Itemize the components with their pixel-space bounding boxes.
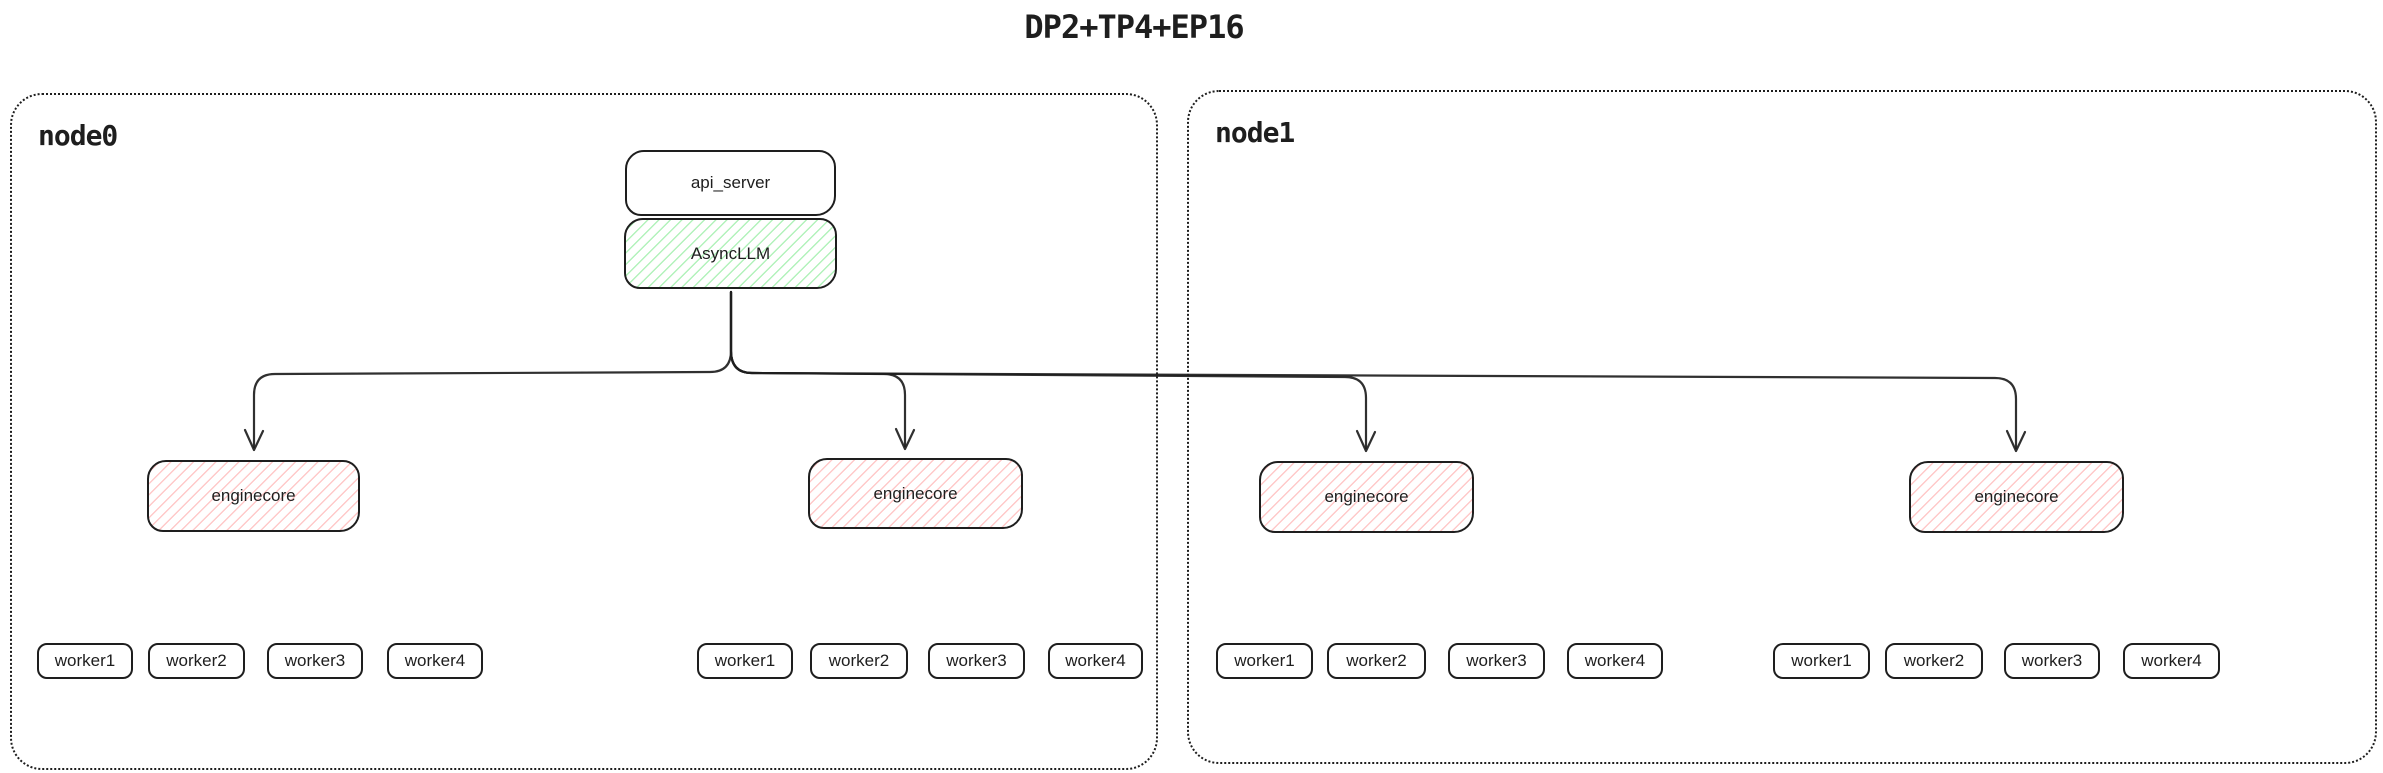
worker-label: worker2 [166,651,227,670]
worker-label: worker4 [1065,651,1126,670]
node0-container: node0 [10,93,1158,770]
worker-box: worker2 [1327,643,1426,679]
diagram-title: DP2+TP4+EP16 [1024,8,1244,46]
worker-box: worker2 [148,643,245,679]
worker-label: worker4 [1584,651,1646,670]
api-server-label: api_server [690,173,771,192]
worker-label: worker1 [1791,651,1852,670]
worker-label: worker3 [2021,651,2083,670]
worker-box: worker1 [1216,643,1313,679]
enginecore-box-3: enginecore [1259,461,1474,533]
worker-label: worker2 [828,651,890,670]
enginecore-box-4: enginecore [1909,461,2124,533]
worker-label: worker3 [946,651,1007,670]
worker-label: worker1 [714,651,776,670]
worker-box: worker3 [267,643,363,679]
node0-label: node0 [38,119,118,152]
worker-label: worker3 [284,651,346,670]
worker-label: worker2 [1346,651,1407,670]
enginecore-label: enginecore [211,486,296,505]
worker-box: worker2 [1885,643,1983,679]
enginecore-box-1: enginecore [147,460,360,532]
api-server-box: api_server [625,150,836,216]
worker-label: worker1 [1234,651,1295,670]
enginecore-box-2: enginecore [808,458,1023,529]
worker-box: worker1 [1773,643,1870,679]
asyncllm-label: AsyncLLM [690,243,771,263]
asyncllm-box: AsyncLLM [624,218,837,289]
worker-box: worker1 [37,643,133,679]
worker-box: worker3 [1448,643,1545,679]
worker-box: worker4 [2123,643,2220,679]
worker-label: worker3 [1466,651,1527,670]
worker-box: worker4 [387,643,483,679]
worker-box: worker1 [697,643,793,679]
worker-box: worker4 [1567,643,1663,679]
enginecore-label: enginecore [873,483,958,503]
enginecore-label: enginecore [1974,487,2059,506]
worker-label: worker4 [404,651,466,670]
worker-box: worker3 [2004,643,2100,679]
worker-box: worker2 [810,643,908,679]
node1-label: node1 [1215,116,1295,149]
worker-label: worker1 [54,651,116,670]
worker-box: worker3 [928,643,1025,679]
enginecore-label: enginecore [1324,487,1409,506]
worker-label: worker4 [2141,651,2202,670]
worker-box: worker4 [1048,643,1143,679]
worker-label: worker2 [1903,651,1965,670]
node1-container: node1 [1187,90,2377,764]
